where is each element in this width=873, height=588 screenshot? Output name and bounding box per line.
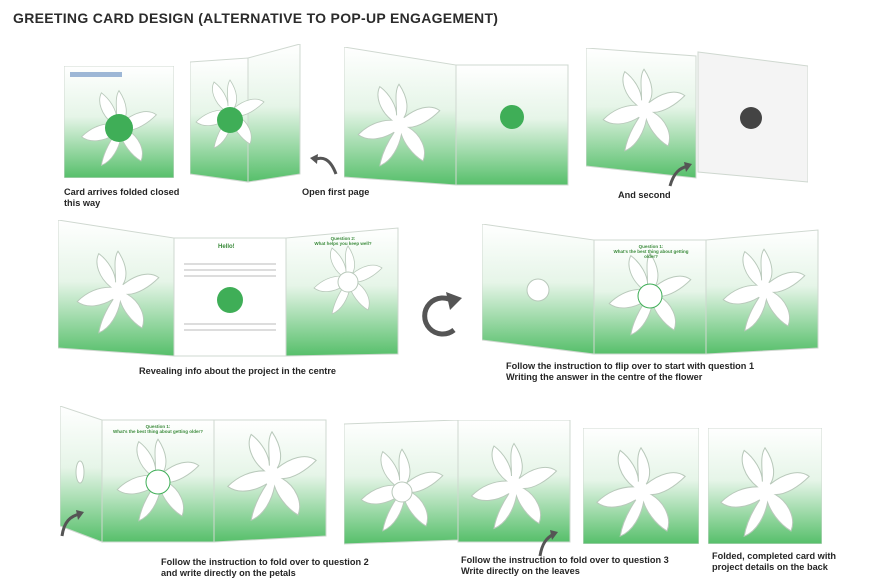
card-project-info: Hello! Question 2: What helps you keep w… <box>58 220 402 360</box>
card-q2-heading: Question 2: What helps you keep well? <box>314 236 372 246</box>
caption-question-2: Follow the instruction to fold over to q… <box>161 557 369 578</box>
curved-arrow-icon <box>310 154 338 175</box>
caption-question-1: Follow the instruction to flip over to s… <box>506 361 755 382</box>
page-title: GREETING CARD DESIGN (ALTERNATIVE TO POP… <box>13 10 499 26</box>
card-q1-heading-repeat: Question 1: What's the best thing about … <box>112 424 204 434</box>
caption-and-second: And second <box>618 190 671 200</box>
rotate-arrow-icon <box>422 292 462 337</box>
curved-arrow-icon <box>668 162 692 187</box>
card-question-1: Question 1: What's the best thing about … <box>482 224 822 356</box>
hello-heading: Hello! <box>218 244 235 250</box>
card-question-2: Question 1: What's the best thing about … <box>60 406 330 546</box>
curved-arrow-icon <box>60 510 84 537</box>
caption-project-info: Revealing info about the project in the … <box>139 366 337 376</box>
caption-open-first-page: Open first page <box>302 187 370 197</box>
card-folded-closed <box>64 66 174 178</box>
card-completed-back <box>708 428 822 544</box>
card-question-3 <box>344 420 572 546</box>
curved-arrow-icon <box>538 530 558 557</box>
card-fully-open <box>586 48 808 183</box>
card-q1-heading: Question 1: What's the best thing about … <box>613 244 689 259</box>
card-completed-front <box>583 428 699 544</box>
card-second-page-open <box>344 47 574 187</box>
card-first-page-open <box>190 44 302 184</box>
caption-question-3: Follow the instruction to fold over to q… <box>461 555 669 576</box>
